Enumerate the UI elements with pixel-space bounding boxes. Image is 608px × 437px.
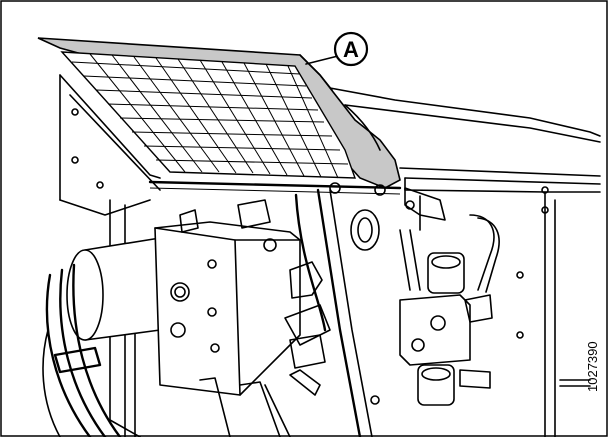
hinged-grille-cover <box>37 37 446 221</box>
hose-bundle <box>42 263 122 437</box>
center-hoses <box>294 188 380 437</box>
callout-a-label: A <box>343 37 359 62</box>
callout-a: A <box>305 31 369 67</box>
solenoid-valve-block <box>399 214 524 406</box>
reservoir-cylinder <box>66 237 161 341</box>
callout-a-circle <box>333 31 369 67</box>
grille-mesh <box>71 53 349 179</box>
figure-reference-number: 1027390 <box>585 341 600 392</box>
main-valve-manifold <box>154 199 331 437</box>
